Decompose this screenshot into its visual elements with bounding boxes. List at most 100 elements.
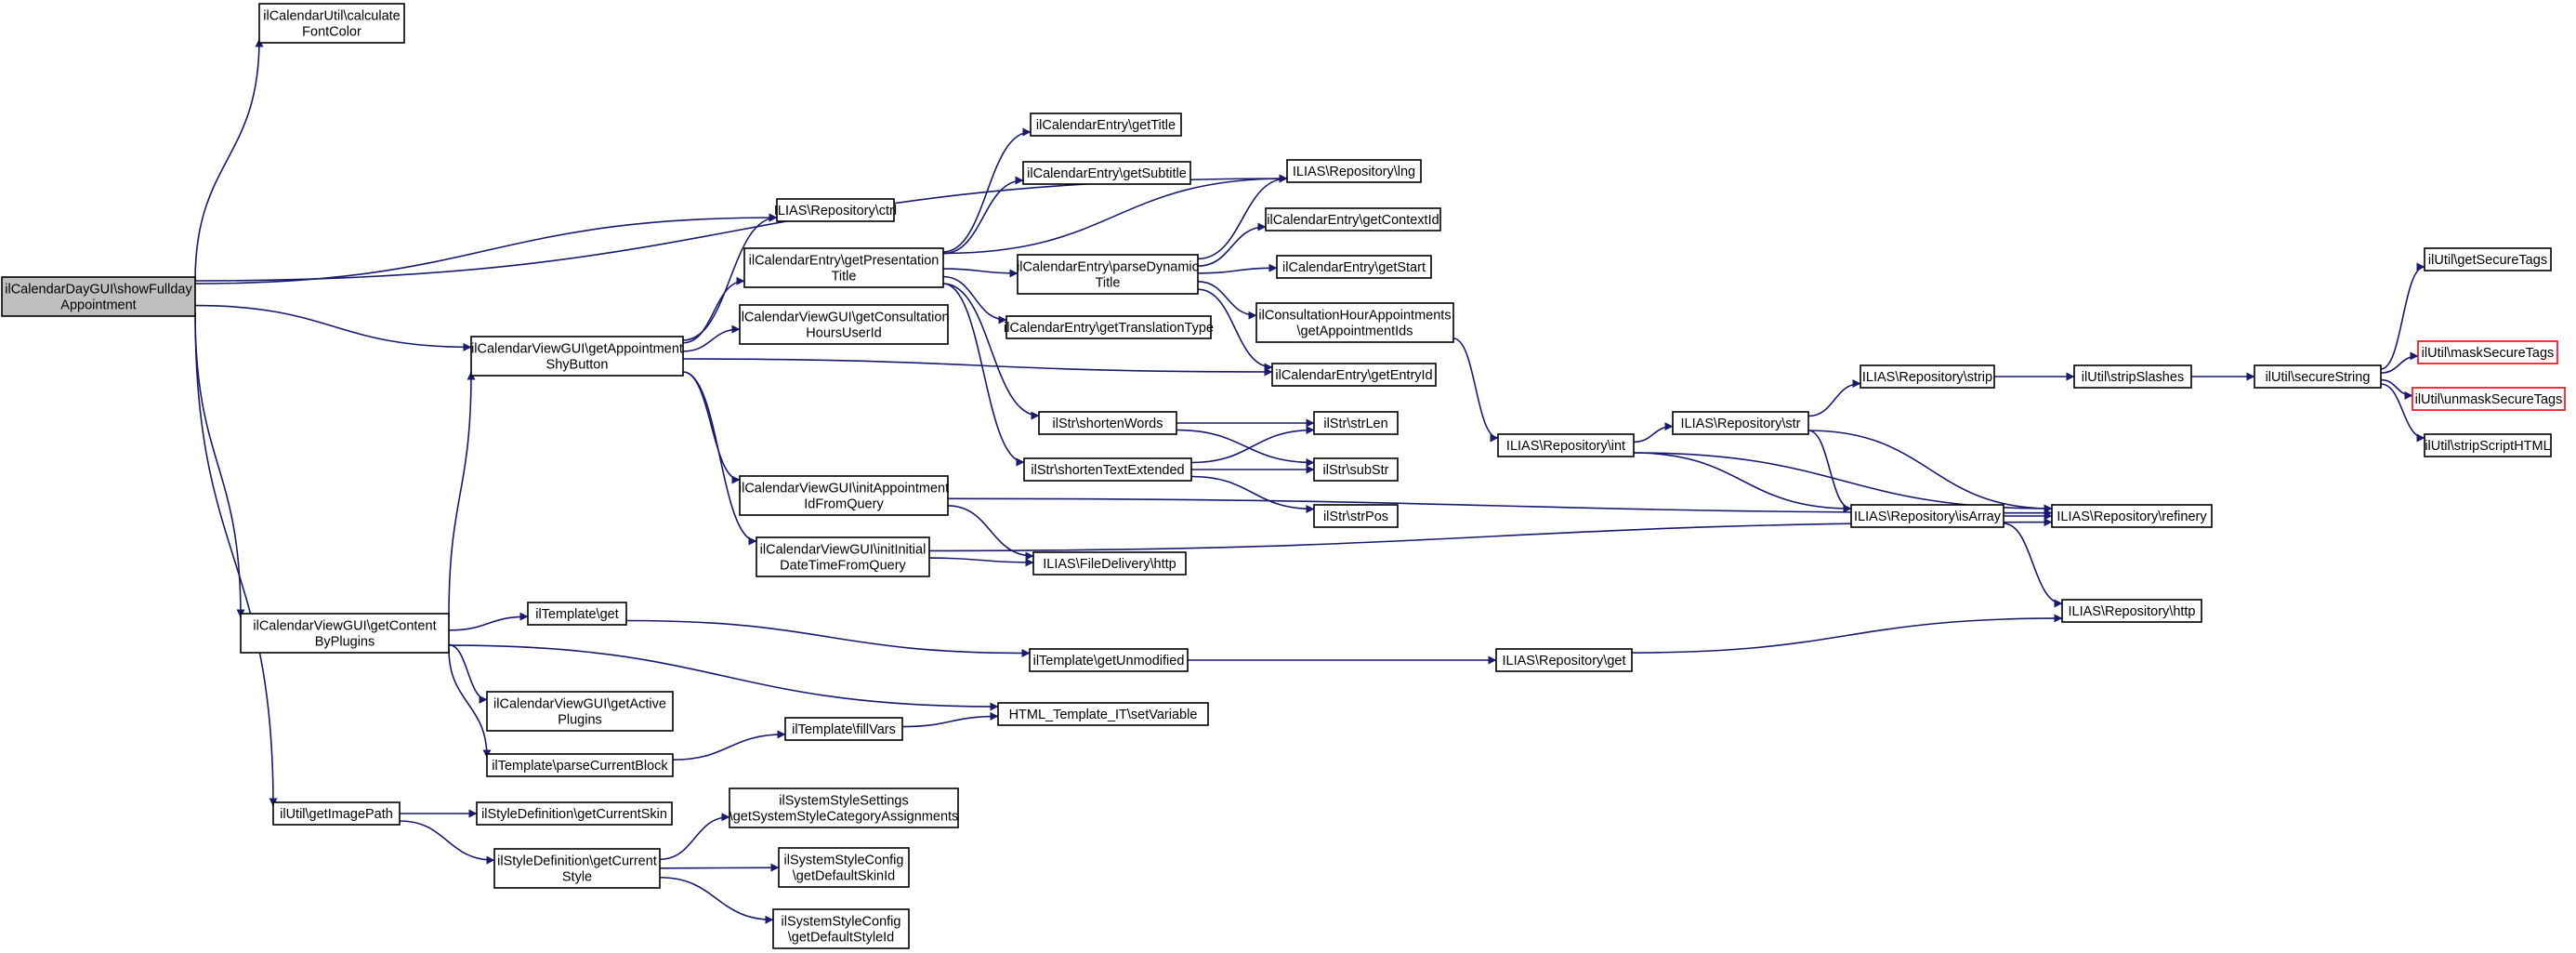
node-getApptIds[interactable]: ilConsultationHourAppointments\getAppoin… — [1255, 302, 1454, 343]
edges-layer — [194, 38, 2425, 924]
edge-parseDyn-to-getStart — [1197, 263, 1278, 274]
node-stripScriptHTML[interactable]: ilUtil\stripScriptHTML — [2424, 433, 2552, 457]
node-label: ByPlugins — [315, 635, 375, 650]
node-getCurSkin[interactable]: ilStyleDefinition\getCurrentSkin — [476, 801, 673, 826]
edge-getApptShy-to-initApptId — [682, 371, 741, 484]
edge-getPresTitle-to-shortenWords — [942, 283, 1040, 420]
node-label: Appointment — [60, 298, 136, 313]
node-getEntryId[interactable]: ilCalendarEntry\getEntryId — [1271, 363, 1437, 387]
node-label: ilStyleDefinition\getCurrent — [497, 854, 657, 869]
node-getTransType[interactable]: ilCalendarEntry\getTranslationType — [1004, 315, 1214, 339]
node-label: \getAppointmentIds — [1297, 324, 1413, 339]
edge-repoGet-to-repoHttp — [1631, 614, 2063, 654]
node-box — [1286, 159, 1422, 183]
node-shortenWords[interactable]: ilStr\shortenWords — [1038, 411, 1177, 435]
node-label: Title — [1096, 276, 1121, 291]
node-repoStrip[interactable]: ILIAS\Repository\strip — [1860, 364, 1995, 389]
node-initApptId[interactable]: ilCalendarViewGUI\initAppointmentIdFromQ… — [739, 475, 949, 516]
node-box — [527, 602, 627, 626]
node-label: FontColor — [302, 25, 361, 40]
node-label: ilCalendarViewGUI\getConsultation — [738, 311, 949, 325]
node-label: ilCalendarEntry\getContextId — [1267, 213, 1439, 228]
node-box — [2417, 340, 2558, 364]
node-maskSecureTags[interactable]: ilUtil\maskSecureTags — [2417, 340, 2558, 364]
node-label: IdFromQuery — [804, 497, 884, 512]
node-refinery[interactable]: ILIAS\Repository\refinery — [2051, 504, 2213, 528]
node-defSkinId[interactable]: ilSystemStyleConfig\getDefaultSkinId — [778, 847, 910, 888]
edge-shortenTextExt-to-strPos — [1190, 475, 1315, 513]
node-parseCurBlock[interactable]: ilTemplate\parseCurrentBlock — [486, 753, 674, 777]
node-box — [756, 536, 930, 577]
edge-initApptId-to-fdHttp — [947, 505, 1034, 561]
node-label: ILIAS\Repository\int — [1506, 439, 1625, 454]
node-box — [2424, 433, 2552, 457]
edge-getApptIds-to-repoInt — [1452, 338, 1499, 443]
edge-initApptId-to-refinery — [947, 497, 2053, 518]
node-box — [739, 475, 949, 516]
node-label: Style — [562, 870, 592, 885]
node-strPos[interactable]: ilStr\strPos — [1313, 504, 1399, 528]
node-initDateTime[interactable]: ilCalendarViewGUI\initInitialDateTimeFro… — [756, 536, 930, 577]
node-getSubtitle[interactable]: ilCalendarEntry\getSubtitle — [1022, 161, 1191, 185]
node-repoStr[interactable]: ILIAS\Repository\str — [1672, 411, 1809, 435]
node-getContextId[interactable]: ilCalendarEntry\getContextId — [1265, 207, 1441, 232]
node-box — [743, 247, 944, 288]
node-label: ilCalendarEntry\getTitle — [1036, 118, 1176, 133]
node-label: ilStr\strLen — [1323, 417, 1387, 431]
node-fillVars[interactable]: ilTemplate\fillVars — [784, 717, 903, 741]
node-repoGet[interactable]: ILIAS\Repository\get — [1495, 648, 1633, 672]
node-label: \getDefaultSkinId — [793, 869, 895, 884]
node-getTitle[interactable]: ilCalendarEntry\getTitle — [1030, 113, 1182, 137]
edge-secureString-to-unmaskSecureTags — [2380, 378, 2413, 400]
node-stripSlashes[interactable]: ilUtil\stripSlashes — [2073, 364, 2192, 389]
node-getSecureTags[interactable]: ilUtil\getSecureTags — [2424, 247, 2552, 271]
node-box — [1032, 551, 1187, 576]
node-box — [1313, 457, 1399, 482]
node-ctrl[interactable]: ILIAS\Repository\ctrl — [774, 198, 897, 222]
node-tplGet[interactable]: ilTemplate\get — [527, 602, 627, 626]
node-box — [2412, 387, 2566, 411]
edge-getPresTitle-to-getTitle — [942, 127, 1032, 253]
node-box — [258, 3, 405, 44]
node-setVariable[interactable]: HTML_Template_IT\setVariable — [997, 702, 1209, 726]
node-getImagePath[interactable]: ilUtil\getImagePath — [272, 801, 401, 826]
edge-getPresTitle-to-lng — [942, 174, 1288, 255]
node-box — [1276, 255, 1432, 279]
node-label: ilCalendarViewGUI\getActive — [493, 697, 666, 712]
node-box — [1313, 411, 1399, 435]
node-box — [1029, 648, 1189, 672]
node-label: ilTemplate\getUnmodified — [1033, 654, 1185, 668]
edge-repoStr-to-repoStrip — [1807, 379, 1861, 417]
node-getStart[interactable]: ilCalendarEntry\getStart — [1276, 255, 1432, 279]
edge-parseCurBlock-to-fillVars — [672, 730, 786, 761]
node-lng[interactable]: ILIAS\Repository\lng — [1286, 159, 1422, 183]
edge-getApptShy-to-getPresTitle — [682, 276, 745, 344]
node-label: ILIAS\Repository\isArray — [1854, 510, 2002, 524]
node-box — [997, 702, 1209, 726]
node-strLen[interactable]: ilStr\strLen — [1313, 411, 1399, 435]
node-fdHttp[interactable]: ILIAS\FileDelivery\http — [1032, 551, 1187, 576]
node-sysStyleCat[interactable]: ilSystemStyleSettings\getSystemStyleCate… — [729, 788, 959, 828]
node-isArray[interactable]: ILIAS\Repository\isArray — [1850, 504, 2004, 528]
node-box — [2061, 599, 2202, 623]
node-repoHttp[interactable]: ILIAS\Repository\http — [2061, 599, 2202, 623]
node-unmaskSecureTags[interactable]: ilUtil\unmaskSecureTags — [2412, 387, 2566, 411]
node-subStr[interactable]: ilStr\subStr — [1313, 457, 1399, 482]
edge-root-to-getImagePath — [194, 311, 278, 807]
node-shortenTextExt[interactable]: ilStr\shortenTextExtended — [1023, 457, 1192, 482]
edge-getCurStyle-to-defSkinId — [659, 863, 780, 872]
edge-parseDyn-to-lng — [1197, 174, 1288, 260]
node-tplGetUnmod[interactable]: ilTemplate\getUnmodified — [1029, 648, 1189, 672]
node-getConsultUser[interactable]: ilCalendarViewGUI\getConsultationHoursUs… — [738, 304, 950, 345]
node-secureString[interactable]: ilUtil\secureString — [2254, 364, 2382, 389]
node-repoInt[interactable]: ILIAS\Repository\int — [1497, 433, 1635, 457]
node-defStyleId[interactable]: ilSystemStyleConfig\getDefaultStyleId — [772, 908, 910, 949]
node-getApptShy[interactable]: ilCalendarViewGUI\getAppointmentShyButto… — [470, 336, 684, 377]
